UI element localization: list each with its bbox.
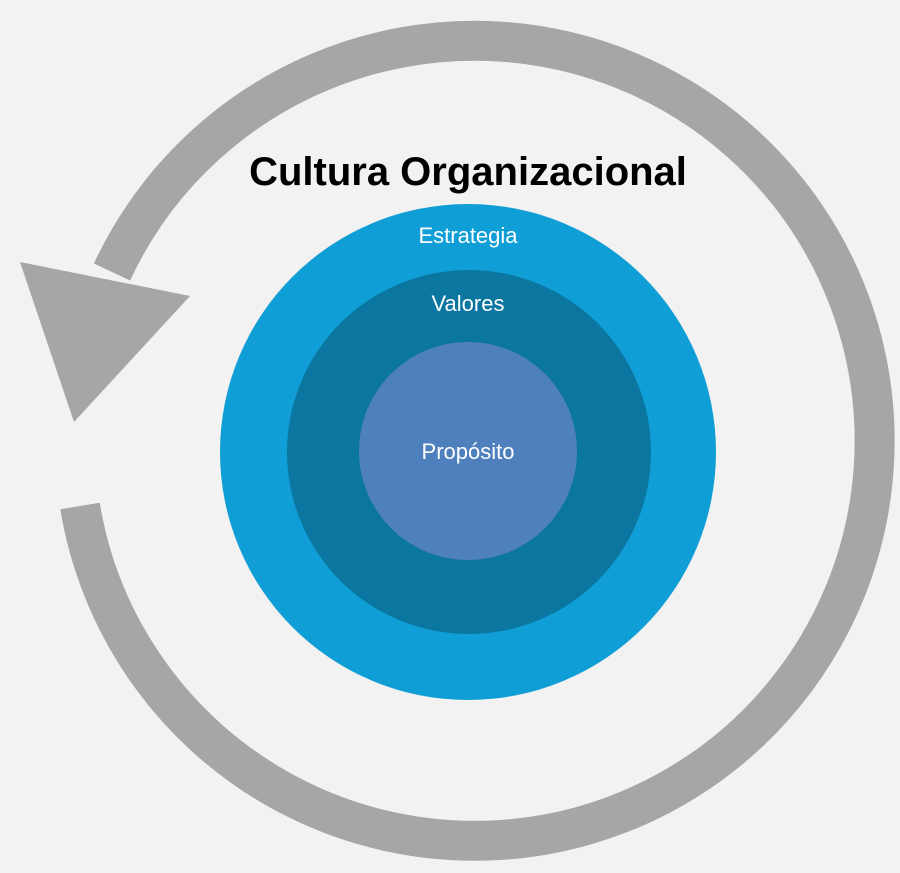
diagram-title: Cultura Organizacional — [249, 150, 687, 194]
label-estrategia: Estrategia — [418, 223, 518, 248]
ring-proposito — [359, 342, 577, 560]
cycle-arrow-head — [20, 262, 190, 422]
cycle-arrow-arc — [60, 20, 895, 861]
label-proposito: Propósito — [421, 439, 515, 464]
label-valores: Valores — [431, 291, 505, 316]
